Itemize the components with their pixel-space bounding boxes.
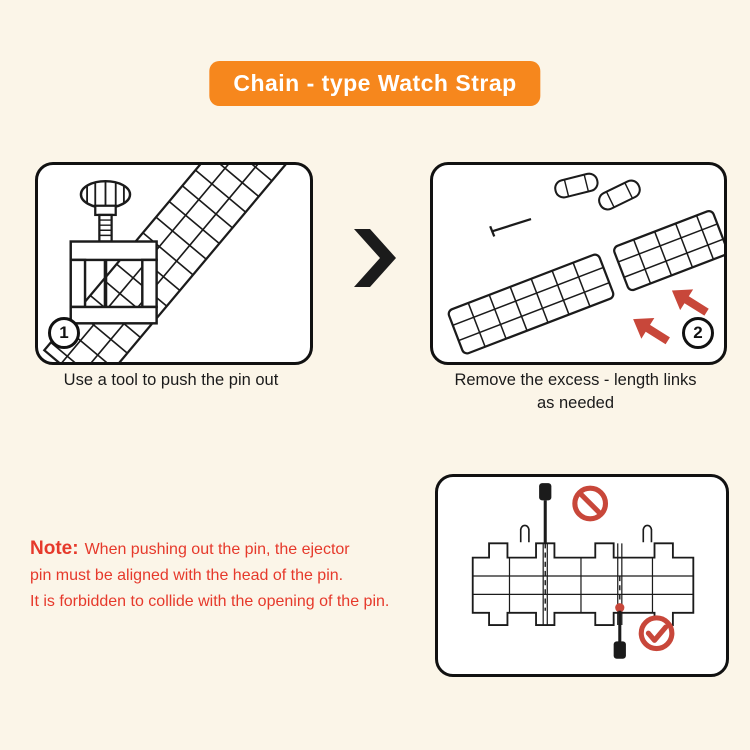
loose-link xyxy=(598,179,641,211)
alignment-dot xyxy=(615,603,625,613)
note-label: Note: xyxy=(30,538,79,559)
bottom-pin xyxy=(613,576,626,659)
top-pin xyxy=(539,483,552,611)
step-2-number: 2 xyxy=(693,323,703,342)
note-line-3: It is forbidden to collide with the open… xyxy=(30,593,390,610)
separated-links-illustration xyxy=(447,172,724,355)
strap-cross-section xyxy=(471,524,695,626)
title-banner: Chain - type Watch Strap xyxy=(209,61,541,106)
prohibition-icon xyxy=(572,485,609,522)
loose-link xyxy=(554,172,599,199)
ejected-pin xyxy=(489,218,532,237)
chevron-right-icon xyxy=(354,229,396,287)
step-1-panel: 1 xyxy=(35,162,313,365)
step-1-badge: 1 xyxy=(48,317,80,349)
strap-segment-short xyxy=(613,209,724,292)
note-line-1: Note: When pushing out the pin, the eject… xyxy=(30,536,389,563)
pin-pusher-illustration xyxy=(42,165,294,362)
note-line-2: pin must be aligned with the head of the… xyxy=(30,567,344,584)
pin-alignment-illustration xyxy=(471,483,695,659)
caption-line: as needed xyxy=(536,394,615,413)
pin-alignment-panel xyxy=(435,474,729,677)
red-arrow-icon xyxy=(671,289,709,316)
strap-segment-long xyxy=(447,253,615,355)
page-title: Chain - type Watch Strap xyxy=(233,70,517,96)
step-1-caption: Use a tool to push the pin out xyxy=(35,369,307,392)
note-block: Note: When pushing out the pin, the eject… xyxy=(30,536,389,615)
caption-line: Use a tool to push the pin out xyxy=(63,371,279,389)
pin-pusher-tool-icon xyxy=(69,179,158,325)
note-text: When pushing out the pin, the ejector xyxy=(84,541,350,558)
step-1-number: 1 xyxy=(59,323,69,342)
caption-line: Remove the excess - length links xyxy=(454,371,697,389)
step-2-badge: 2 xyxy=(682,317,714,349)
step-2-caption: Remove the excess - length links as need… xyxy=(430,369,721,415)
check-icon xyxy=(638,615,675,652)
red-arrow-icon xyxy=(633,317,670,345)
step-2-panel: 2 xyxy=(430,162,727,365)
